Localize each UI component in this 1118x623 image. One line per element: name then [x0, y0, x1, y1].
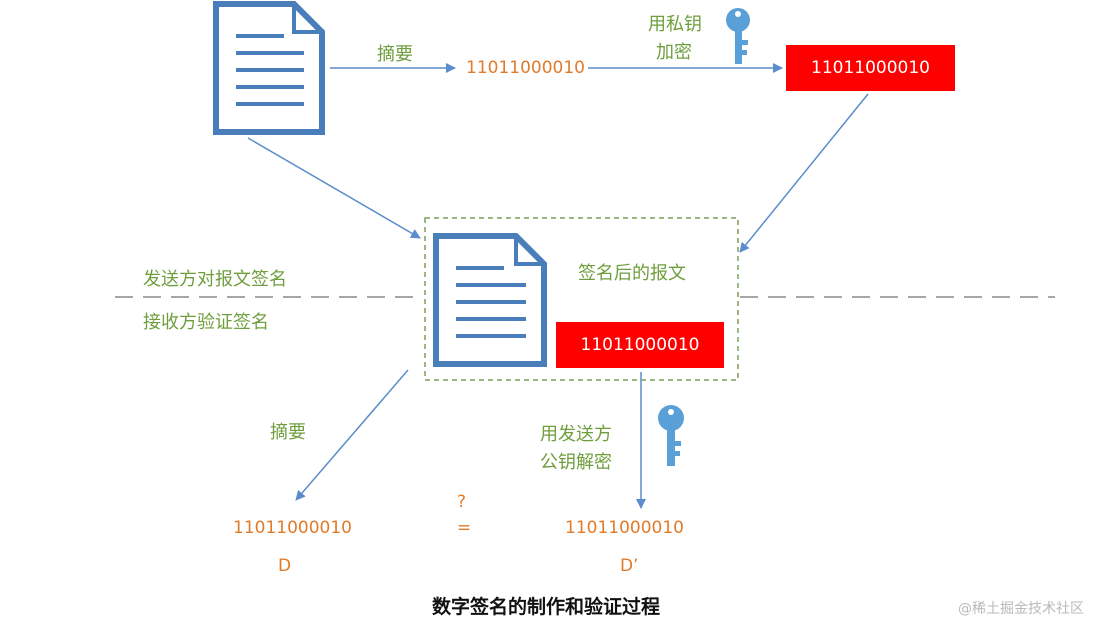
digest-label-bottom: 摘要	[270, 422, 306, 443]
diagram-caption: 数字签名的制作和验证过程	[432, 596, 661, 618]
hash-d: 11011000010	[233, 518, 352, 538]
decrypt-label-line2: 公钥解密	[540, 452, 612, 473]
encrypted-signature-in-message: 11011000010	[556, 322, 724, 368]
receiver-side-label: 接收方验证签名	[143, 312, 269, 333]
digest-arrow-bottom	[295, 369, 409, 501]
equals-sign: =	[457, 518, 472, 538]
signed-message-label: 签名后的报文	[578, 263, 686, 284]
key-icon	[658, 405, 684, 466]
encrypt-label-line1: 用私钥	[648, 14, 702, 35]
encrypted-signature-top: 11011000010	[786, 45, 955, 91]
signature-to-signed-arrow	[739, 93, 869, 253]
document-icon	[433, 233, 547, 367]
message-to-signed-arrow	[247, 137, 421, 239]
hash-value-top: 11011000010	[466, 58, 585, 78]
hash-d-prime: 11011000010	[565, 518, 684, 538]
d-prime-label: D’	[620, 556, 639, 576]
digest-label-top: 摘要	[377, 44, 413, 65]
d-label: D	[278, 556, 292, 576]
watermark: @稀土掘金技术社区	[958, 601, 1084, 617]
question-mark: ?	[457, 492, 467, 512]
sender-side-label: 发送方对报文签名	[143, 269, 287, 290]
encrypt-label-line2: 加密	[656, 42, 692, 63]
decrypt-label-line1: 用发送方	[540, 424, 612, 445]
signed-message-box	[424, 217, 739, 381]
key-icon	[726, 8, 750, 64]
document-icon	[213, 1, 325, 135]
